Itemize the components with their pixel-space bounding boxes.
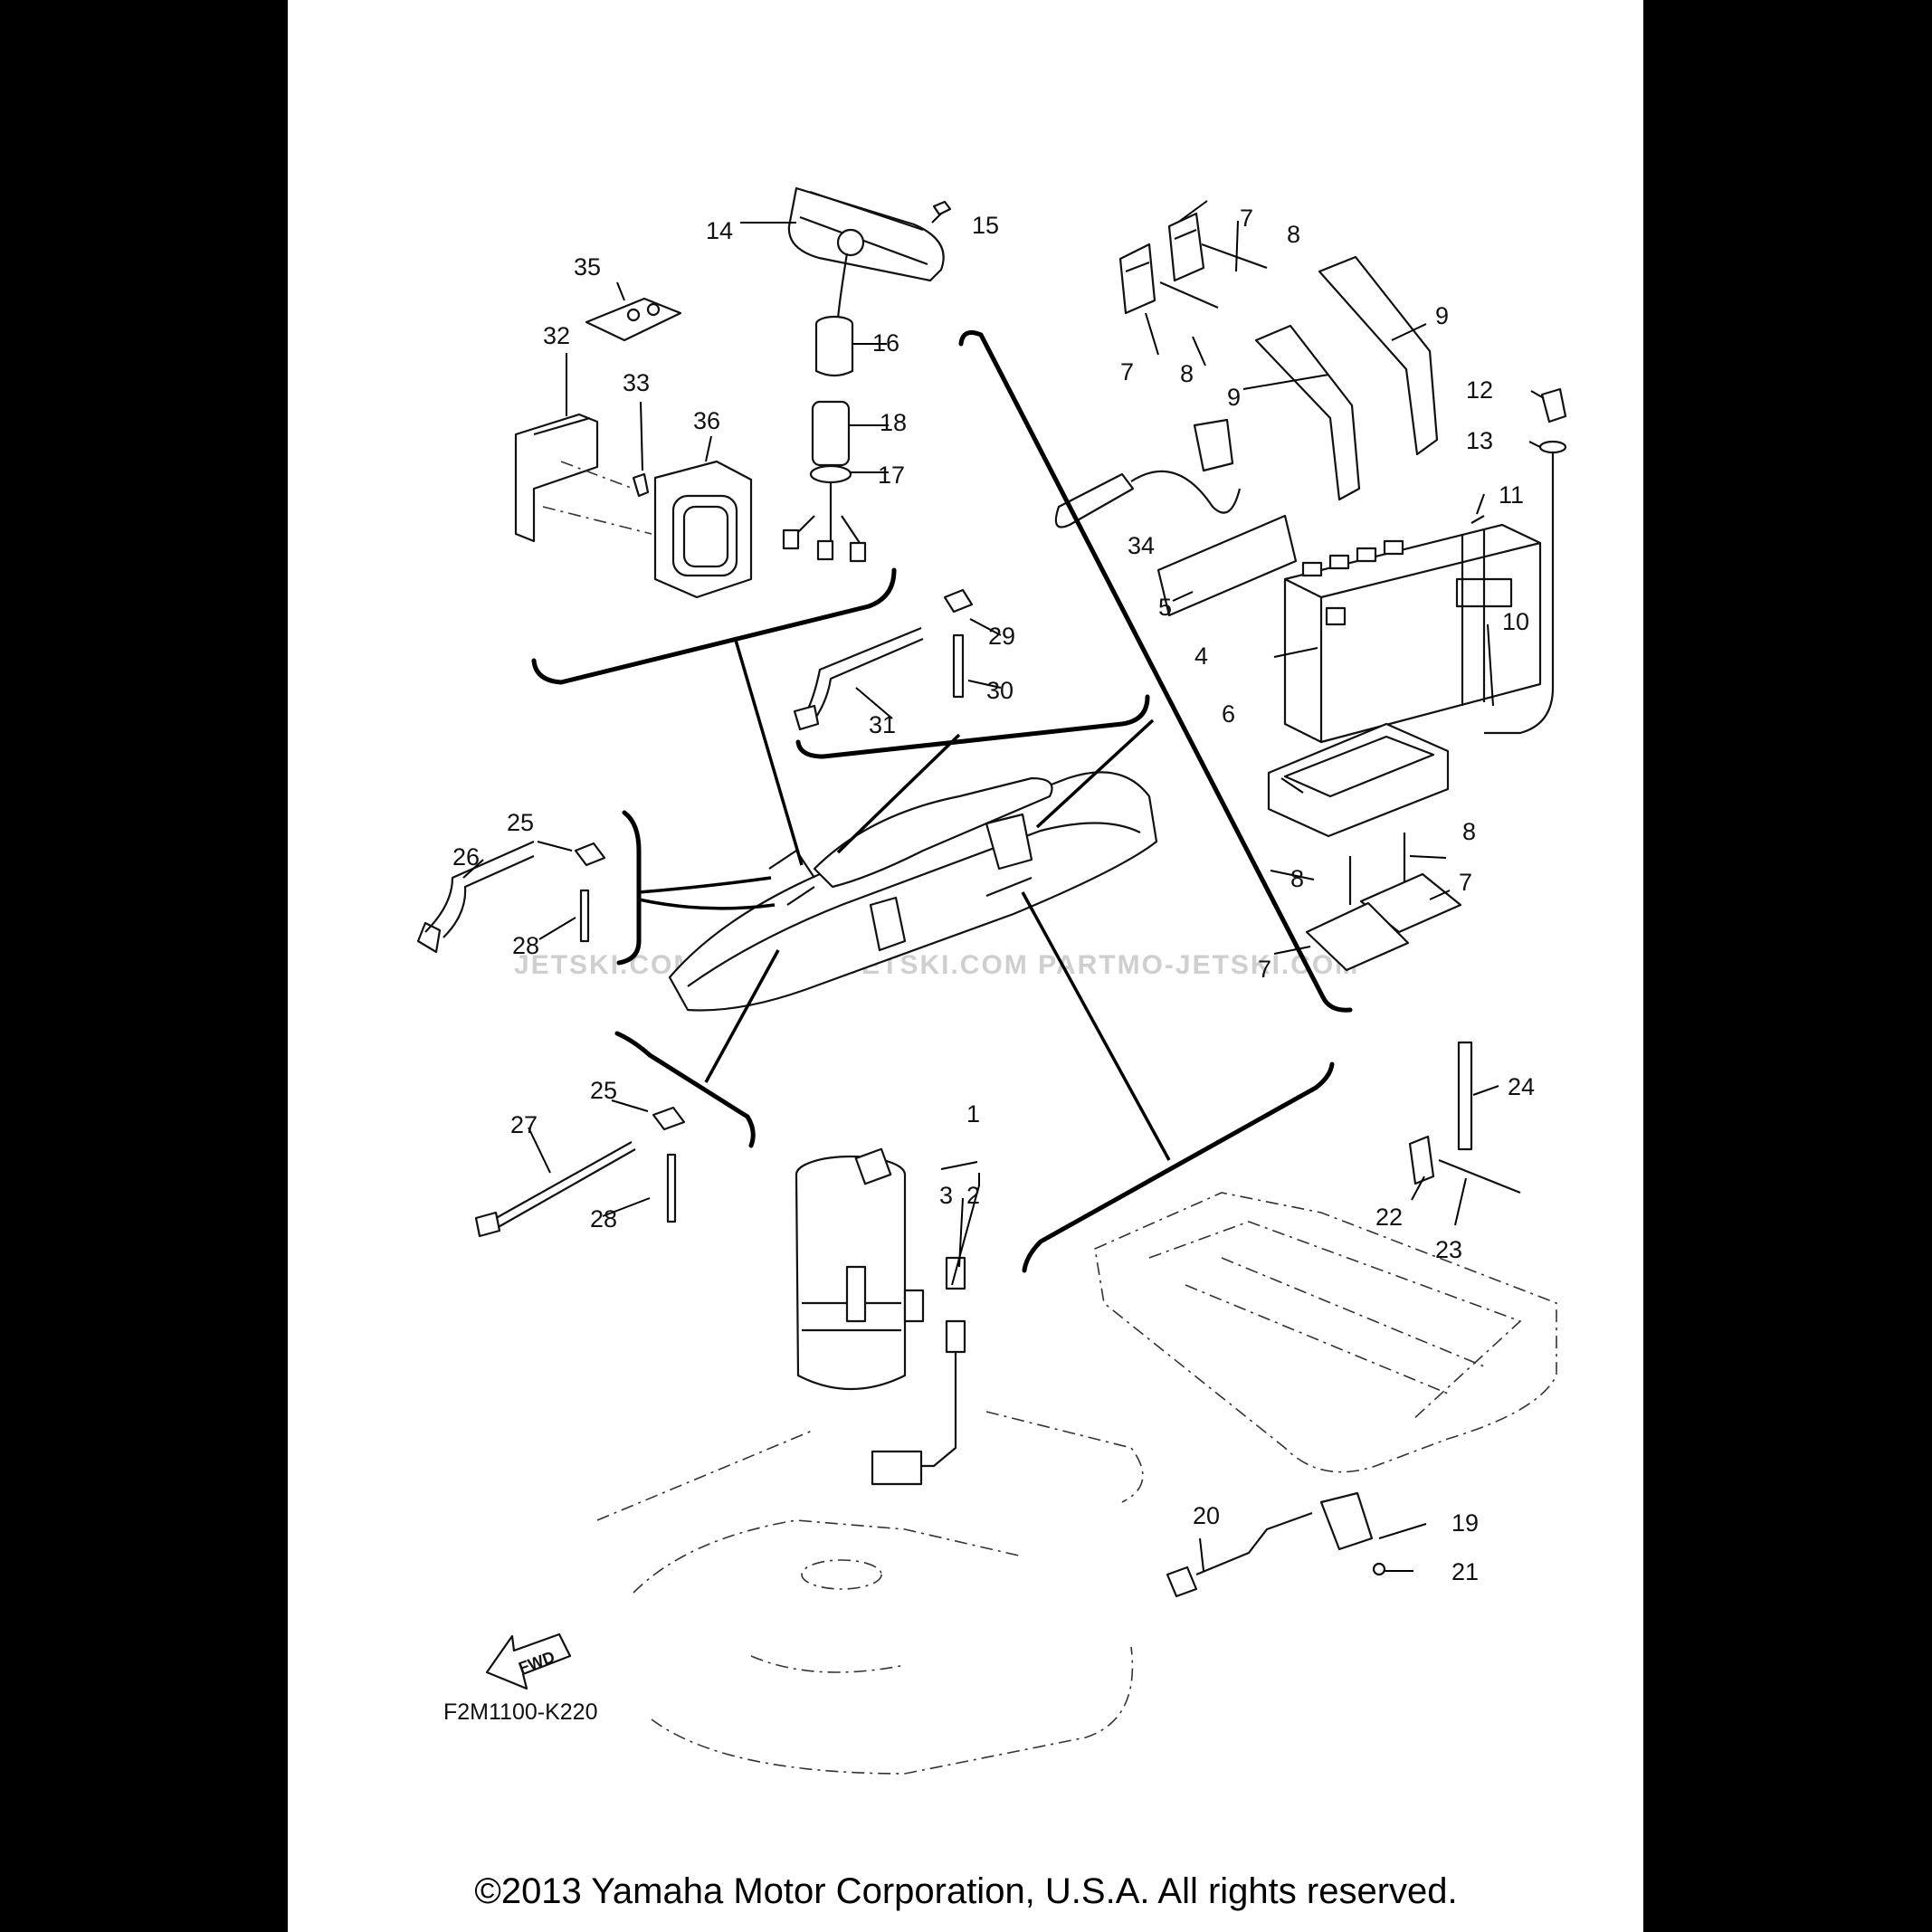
watermark-text: JETSKI.COM PARTMO-JETSKI.COM PARTMO-JETS… bbox=[514, 950, 1359, 980]
watercraft-illustration bbox=[668, 771, 1158, 1012]
callout-5: 5 bbox=[1158, 594, 1172, 621]
tie-group-bottom bbox=[474, 1106, 686, 1238]
callout-25b: 25 bbox=[590, 1077, 617, 1104]
callout-9a: 9 bbox=[1435, 302, 1449, 329]
callout-4: 4 bbox=[1194, 642, 1208, 670]
tie-group-top bbox=[793, 588, 974, 731]
callout-13: 13 bbox=[1466, 427, 1493, 454]
callout-2: 2 bbox=[966, 1182, 980, 1209]
callout-30: 30 bbox=[986, 677, 1014, 704]
callout-16: 16 bbox=[872, 329, 899, 357]
callout-20: 20 bbox=[1193, 1502, 1220, 1529]
callout-19: 19 bbox=[1451, 1509, 1479, 1537]
callout-1: 1 bbox=[966, 1100, 980, 1128]
callout-6: 6 bbox=[1222, 700, 1235, 728]
callout-8d: 8 bbox=[1290, 865, 1304, 892]
callout-24: 24 bbox=[1508, 1073, 1535, 1100]
callout-8c: 8 bbox=[1462, 818, 1476, 845]
callout-14: 14 bbox=[706, 217, 733, 244]
diagram-sheet: JETSKI.COM PARTMO-JETSKI.COM PARTMO-JETS… bbox=[288, 0, 1643, 1932]
callout-25a: 25 bbox=[507, 809, 534, 836]
tie-group-left bbox=[416, 840, 606, 954]
callout-32: 32 bbox=[543, 322, 570, 349]
leader-lines bbox=[462, 200, 1545, 1572]
callout-10: 10 bbox=[1502, 608, 1529, 635]
callout-36: 36 bbox=[693, 407, 720, 434]
callout-labels: 1 2 3 4 5 6 7 7 7 7 8 8 8 8 9 9 10 11 12… bbox=[452, 205, 1535, 1585]
fuel-pump-group bbox=[596, 1147, 1144, 1775]
frame-group bbox=[1094, 1041, 1557, 1598]
callout-29: 29 bbox=[988, 623, 1015, 650]
parts-diagram: JETSKI.COM PARTMO-JETSKI.COM PARTMO-JETS… bbox=[416, 186, 1567, 1775]
callout-22: 22 bbox=[1375, 1204, 1403, 1231]
callout-33: 33 bbox=[623, 369, 650, 396]
callout-21: 21 bbox=[1451, 1558, 1479, 1585]
callout-28a: 28 bbox=[512, 932, 539, 959]
callout-28b: 28 bbox=[590, 1205, 617, 1232]
callout-7d: 7 bbox=[1258, 956, 1271, 983]
callout-27: 27 bbox=[510, 1111, 538, 1138]
copyright-notice: ©2013 Yamaha Motor Corporation, U.S.A. A… bbox=[474, 1871, 1458, 1911]
callout-11: 11 bbox=[1499, 481, 1524, 509]
callout-8a: 8 bbox=[1287, 221, 1300, 248]
callout-12: 12 bbox=[1466, 376, 1493, 404]
callout-7c: 7 bbox=[1459, 869, 1472, 896]
callout-35: 35 bbox=[574, 253, 601, 281]
callout-7a: 7 bbox=[1240, 205, 1253, 232]
ecu-group bbox=[514, 186, 952, 599]
callout-34: 34 bbox=[1128, 532, 1155, 559]
callout-3: 3 bbox=[939, 1182, 953, 1209]
callout-18: 18 bbox=[880, 409, 907, 436]
callout-7b: 7 bbox=[1120, 358, 1134, 385]
callout-23: 23 bbox=[1435, 1236, 1462, 1263]
group-brackets bbox=[531, 330, 1353, 1273]
callout-9b: 9 bbox=[1227, 384, 1241, 411]
callout-31: 31 bbox=[869, 711, 896, 738]
fwd-arrow-icon: FWD bbox=[485, 1632, 572, 1690]
battery-group bbox=[1054, 212, 1567, 972]
callout-17: 17 bbox=[878, 462, 905, 489]
callout-15: 15 bbox=[972, 212, 999, 239]
callout-8b: 8 bbox=[1180, 360, 1194, 387]
diagram-code: F2M1100-K220 bbox=[443, 1699, 597, 1725]
callout-26: 26 bbox=[452, 843, 480, 871]
